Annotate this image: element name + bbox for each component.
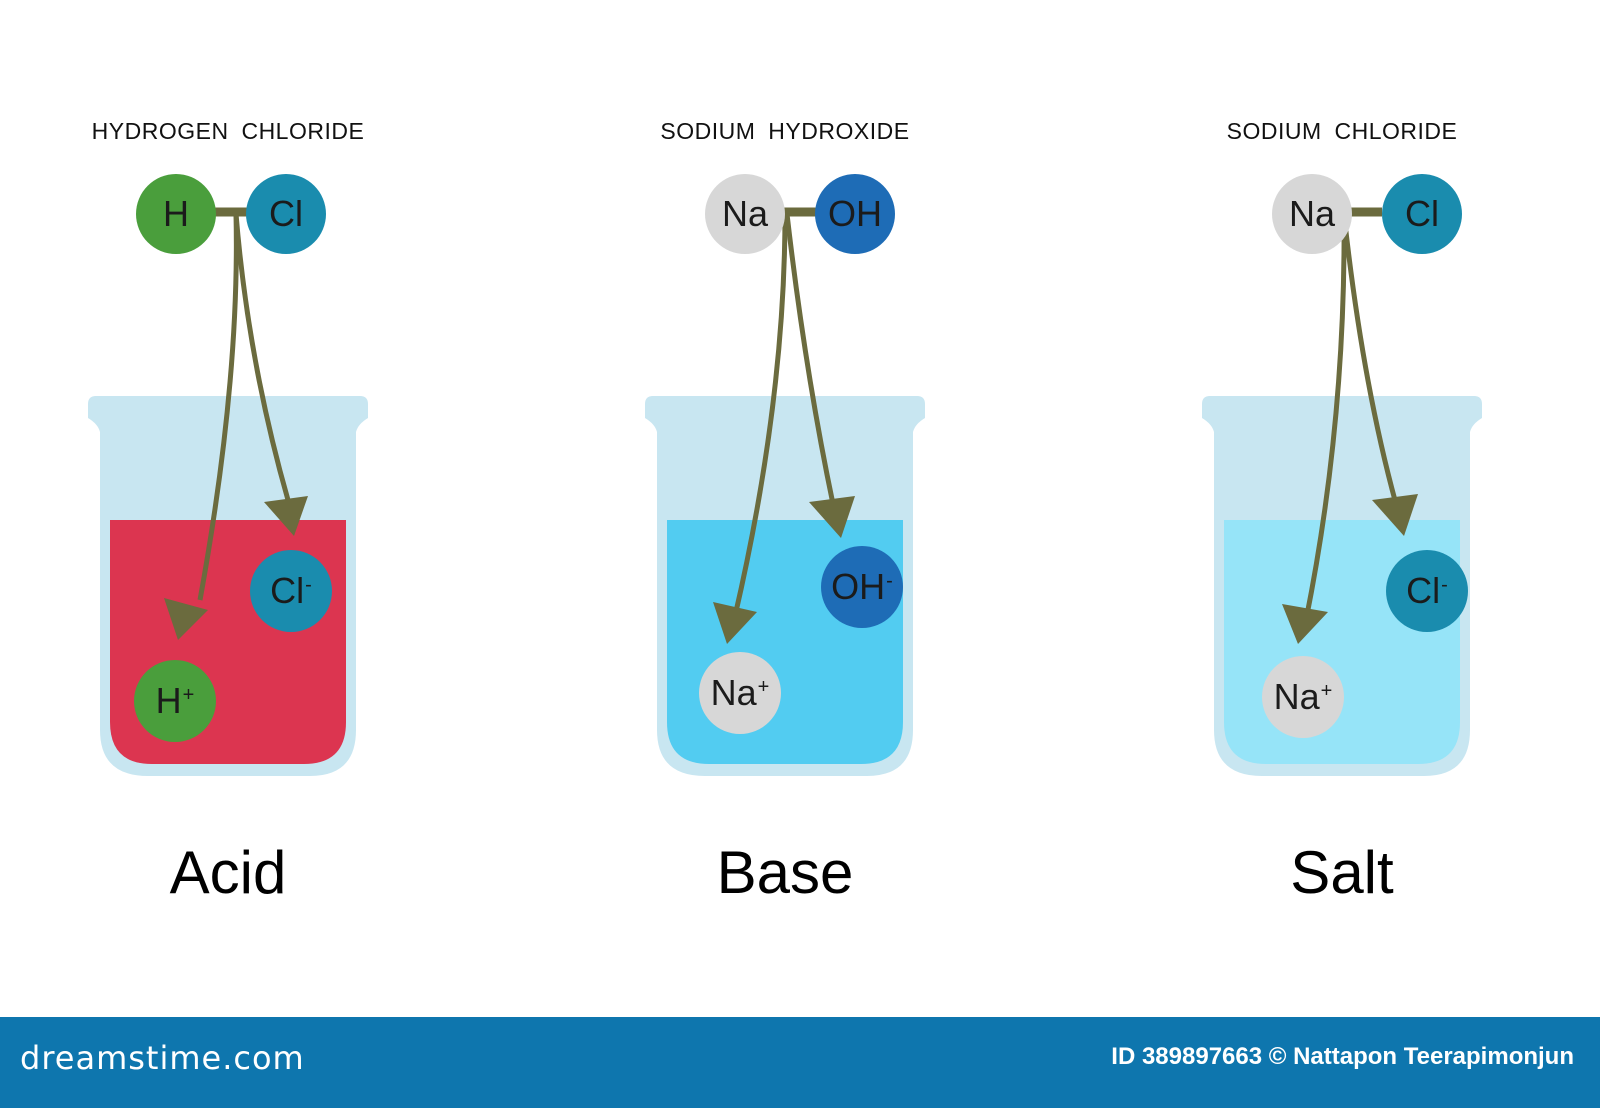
atom-chlorine: Cl bbox=[246, 174, 326, 254]
atom-sodium: Na bbox=[705, 174, 785, 254]
category-label-acid: Acid bbox=[169, 839, 287, 906]
watermark-footer: dreamstime.com ID 389897663 © Nattapon T… bbox=[0, 1017, 1600, 1108]
ion-hydrogen: H+ bbox=[134, 660, 216, 742]
atom-hydroxide: OH bbox=[815, 174, 895, 254]
category-label-salt: Salt bbox=[1290, 839, 1394, 906]
ion-sodium: Na+ bbox=[1262, 656, 1344, 738]
ion-chloride: Cl- bbox=[250, 550, 332, 632]
category-label-base: Base bbox=[716, 839, 854, 906]
compound-name: HYDROGEN CHLORIDE bbox=[91, 118, 365, 144]
panel-base: SODIUM HYDROXIDE Na OH OH- Na+ Base bbox=[505, 0, 1065, 1017]
panel-salt: SODIUM CHLORIDE Na Cl Cl- Na+ Salt bbox=[1062, 0, 1600, 1017]
footer-credit: ID 389897663 © Nattapon Teerapimonjun bbox=[1111, 1043, 1574, 1070]
atom-hydrogen: H bbox=[136, 174, 216, 254]
atom-sodium: Na bbox=[1272, 174, 1352, 254]
panel-acid: HYDROGEN CHLORIDE H Cl Cl- H+ Acid bbox=[0, 0, 508, 1017]
compound-name: SODIUM CHLORIDE bbox=[1226, 118, 1458, 144]
ion-sodium: Na+ bbox=[699, 652, 781, 734]
footer-logo: dreamstime.com bbox=[20, 1039, 305, 1077]
atom-chlorine: Cl bbox=[1382, 174, 1462, 254]
compound-name: SODIUM HYDROXIDE bbox=[660, 118, 910, 144]
ion-hydroxide: OH- bbox=[821, 546, 903, 628]
ion-chloride: Cl- bbox=[1386, 550, 1468, 632]
